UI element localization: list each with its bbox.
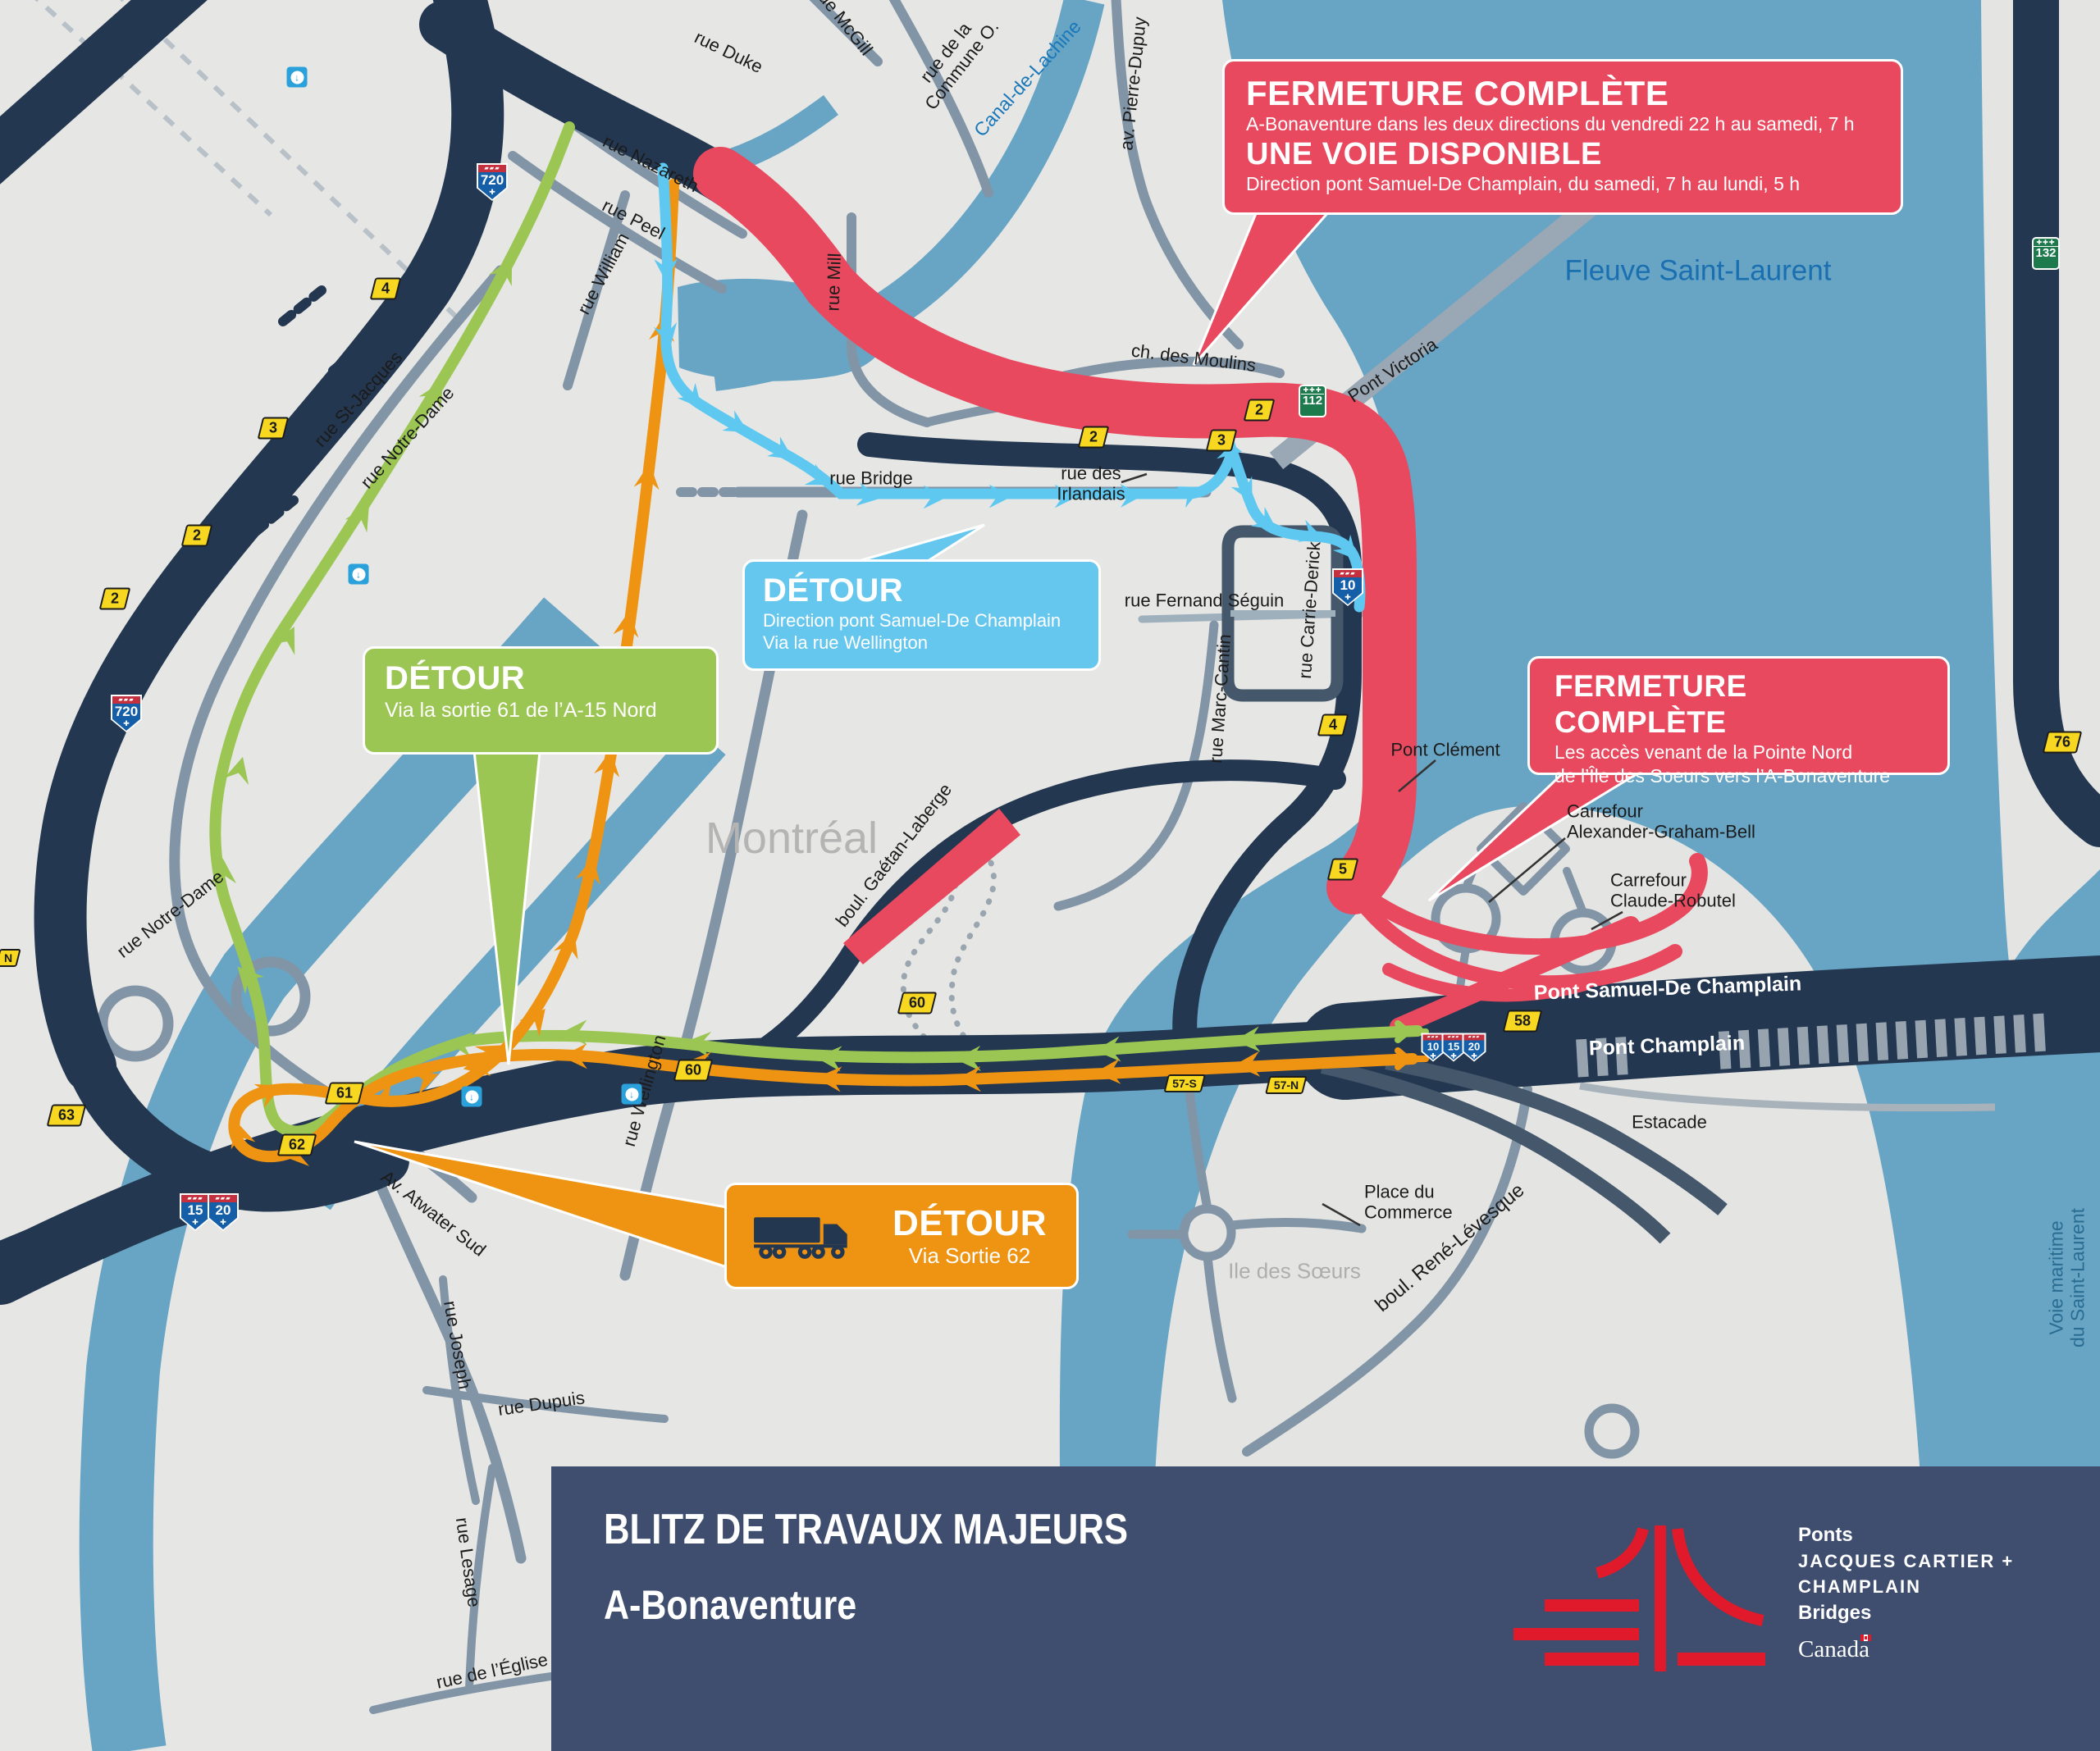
closure-callout-island: FERMETURE COMPLÈTE Les accès venant de l…: [1527, 656, 1950, 787]
logo-champlain: CHAMPLAIN: [1798, 1576, 1921, 1597]
banner-title: BLITZ DE TRAVAUX MAJEURS: [604, 1506, 1129, 1553]
exit-marker-4: 4: [1317, 714, 1349, 736]
metro-station-icon: ↓: [621, 1083, 642, 1105]
detour-line: Via Sortie 62: [908, 1243, 1031, 1268]
title-banner: BLITZ DE TRAVAUX MAJEURS A-Bonaventure P…: [551, 1466, 2100, 1751]
exit-marker-58: 58: [1502, 1010, 1543, 1033]
detour-callout-a15-nord: DÉTOUR Via la sortie 61 de l’A-15 Nord: [363, 646, 719, 755]
exit-marker-62: 62: [276, 1133, 317, 1156]
map-label-estacade: Estacade: [1632, 1111, 1707, 1133]
map-label-rue-bridge: rue Bridge: [829, 467, 913, 489]
exit-marker-57-S: 57-S: [1163, 1074, 1206, 1092]
green-fork-icon: [1395, 1020, 1429, 1043]
map-label-rue-mill: rue Mill: [822, 253, 845, 312]
detour-title: DÉTOUR: [385, 660, 526, 696]
exit-marker-5: 5: [1326, 858, 1359, 881]
pont-samuel-de-champlain-road: [1297, 955, 2100, 1100]
bike-path-dotted: [948, 860, 997, 1043]
closure-ramp-4: [1382, 963, 1591, 1002]
detour-line: Direction pont Samuel-De Champlain: [763, 610, 1061, 631]
closure-line: de l’Île des Soeurs vers l’A-Bonaventure: [1554, 765, 1891, 787]
exit-marker-2: 2: [1077, 426, 1110, 449]
exit-marker-3: 3: [257, 417, 290, 440]
pointer-lines: [1121, 472, 1623, 1227]
exit-marker-3: 3: [1205, 429, 1238, 452]
closure-top-tail: [1192, 210, 1332, 366]
map-label-rue-fernand-seguin: rue Fernand Séguin: [1124, 590, 1285, 611]
exit-marker-63: 63: [46, 1104, 87, 1127]
autoroute-shield-720: ▰▰▰720✚: [111, 695, 142, 732]
one-lane-title: UNE VOIE DISPONIBLE: [1246, 137, 1602, 171]
banner-subtitle: A-Bonaventure: [604, 1582, 857, 1628]
closure-title: FERMETURE COMPLÈTE: [1246, 74, 1669, 112]
autoroute-shield-15: ▰▰▰15✚: [180, 1193, 211, 1231]
map-label-montreal: Montréal: [705, 813, 879, 863]
detour-callout-trucks: DÉTOUR Via Sortie 62: [724, 1183, 1079, 1289]
detour-line: Via la rue Wellington: [763, 632, 928, 653]
logo-jacques-cartier: JACQUES CARTIER +: [1798, 1551, 2015, 1571]
detour-title: DÉTOUR: [892, 1203, 1047, 1243]
estacade-road: [1579, 1082, 1996, 1112]
route-shield-112: ✚✚✚112: [1299, 385, 1326, 417]
route-132-road: [2013, 0, 2100, 847]
metro-station-icon: ↓: [461, 1086, 482, 1107]
exit-marker-60: 60: [673, 1059, 714, 1082]
jccbi-logo: Ponts JACQUES CARTIER + CHAMPLAIN Bridge…: [1507, 1524, 2071, 1712]
exit-marker-2: 2: [1243, 399, 1276, 422]
bridge-logo-icon: [1507, 1525, 1765, 1671]
exit-marker-61: 61: [324, 1082, 365, 1105]
detour-line: Via la sortie 61 de l’A-15 Nord: [385, 699, 657, 722]
map-label-fleuve-saint-laurent: Fleuve Saint-Laurent: [1564, 254, 1832, 287]
closure-title: FERMETURE COMPLÈTE: [1554, 669, 1747, 739]
corner-road: [0, 0, 208, 185]
closure-line: Les accès venant de la Pointe Nord: [1554, 741, 1853, 763]
detour-title: DÉTOUR: [763, 572, 904, 609]
one-lane-body: Direction pont Samuel-De Champlain, du s…: [1246, 173, 1801, 194]
exit-marker-60: 60: [897, 992, 938, 1015]
logo-ponts: Ponts: [1798, 1524, 1853, 1546]
route-shield-132: ✚✚✚132: [2032, 237, 2060, 270]
map-label-pont-clement: Pont Clément: [1390, 739, 1500, 760]
map-label-ile-des-soeurs: Ile des Sœurs: [1228, 1258, 1361, 1284]
exit-marker-57-N: 57-N: [1265, 1076, 1308, 1094]
pont-champlain-hatching: [1576, 1013, 2046, 1078]
closure-callout-top: FERMETURE COMPLÈTE A-Bonaventure dans le…: [1222, 59, 1903, 215]
metro-station-icon: ↓: [348, 563, 369, 585]
detour-blue-tail: [852, 523, 985, 564]
canada-wordmark: Canada: [1798, 1635, 1871, 1662]
canada-flag-icon: [1860, 1635, 1871, 1641]
closure-body: A-Bonaventure dans les deux directions d…: [1246, 113, 1855, 135]
exit-marker-2: 2: [180, 524, 213, 547]
exit-marker-76: 76: [2042, 731, 2083, 754]
metro-station-icon: ↓: [286, 66, 308, 88]
logo-bridges: Bridges: [1798, 1602, 1872, 1624]
closure-ramp-3: [1390, 916, 1640, 1036]
orange-fork-icon: [1395, 1047, 1429, 1070]
truck-icon: [754, 1217, 847, 1259]
exit-marker-4: 4: [369, 277, 402, 300]
detour-callout-wellington: DÉTOUR Direction pont Samuel-De Champlai…: [742, 559, 1101, 671]
exit-marker-2: 2: [98, 587, 131, 610]
